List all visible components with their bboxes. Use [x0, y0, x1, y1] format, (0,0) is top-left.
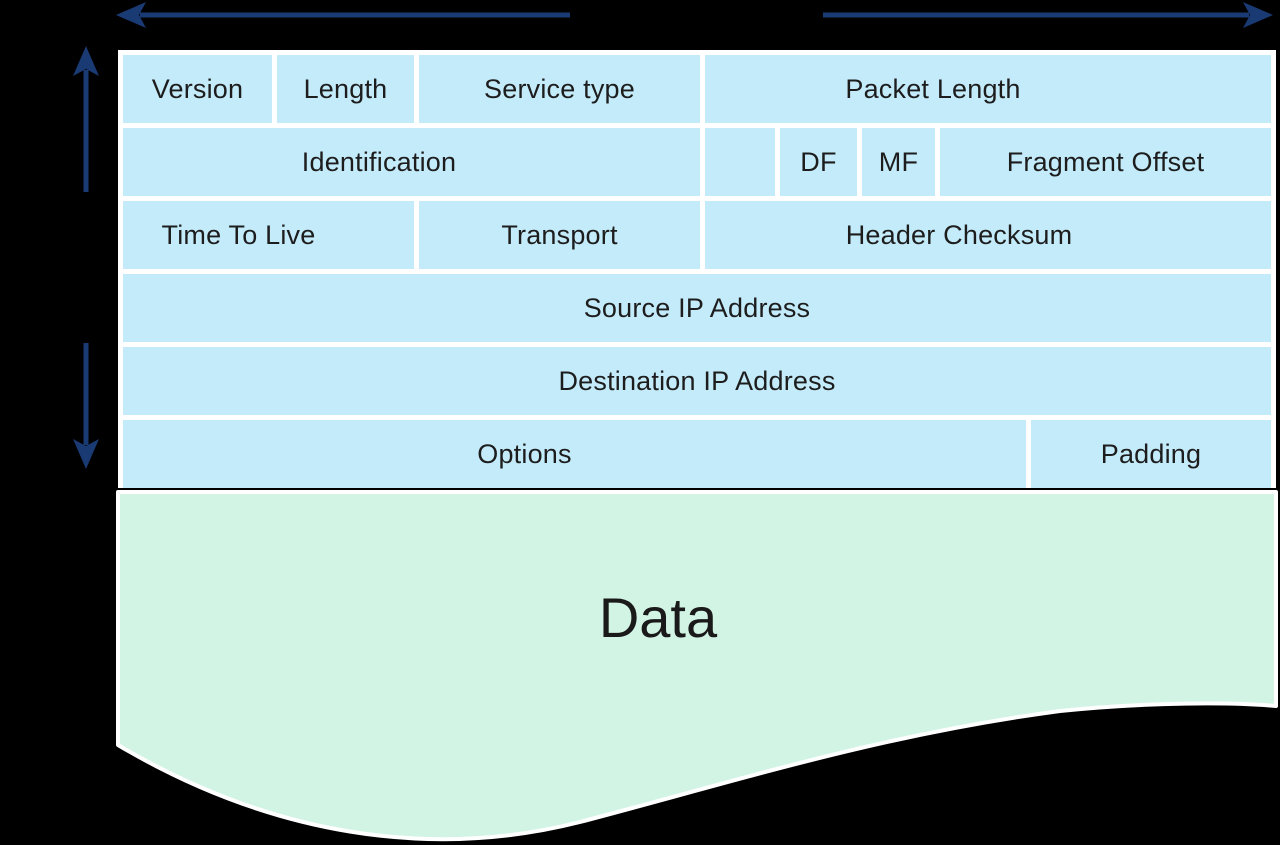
- data-section-label: Data: [598, 586, 718, 649]
- cell-flag-reserved: [705, 128, 775, 196]
- header-row-1: Version Length Service type Packet Lengt…: [123, 55, 1271, 123]
- header-row-2: Identification DF MF Fragment Offset: [123, 128, 1271, 196]
- header-row-3: Time To Live Transport Header Checksum: [123, 201, 1271, 269]
- arrow-right-icon: [823, 2, 1273, 28]
- ip-header-table: Version Length Service type Packet Lengt…: [118, 50, 1276, 488]
- cell-transport: Transport: [419, 201, 700, 269]
- cell-version: Version: [123, 55, 272, 123]
- cell-header-checksum: Header Checksum: [705, 201, 1271, 269]
- cell-service-type: Service type: [419, 55, 700, 123]
- cell-source-ip: Source IP Address: [123, 274, 1271, 342]
- cell-df-flag: DF: [780, 128, 857, 196]
- data-shape: [116, 490, 1278, 842]
- header-row-6: Options Padding: [123, 420, 1271, 488]
- cell-length: Length: [277, 55, 414, 123]
- cell-fragment-offset: Fragment Offset: [940, 128, 1271, 196]
- cell-packet-length: Packet Length: [705, 55, 1271, 123]
- cell-padding: Padding: [1031, 420, 1271, 488]
- cell-destination-ip: Destination IP Address: [123, 347, 1271, 415]
- cell-time-to-live: Time To Live: [123, 201, 414, 269]
- cell-identification: Identification: [123, 128, 700, 196]
- arrow-down-icon: [73, 343, 99, 469]
- header-row-5: Destination IP Address: [123, 347, 1271, 415]
- cell-options: Options: [123, 420, 1026, 488]
- arrow-up-icon: [73, 46, 99, 192]
- header-row-4: Source IP Address: [123, 274, 1271, 342]
- arrow-left-icon: [116, 2, 570, 28]
- cell-mf-flag: MF: [862, 128, 935, 196]
